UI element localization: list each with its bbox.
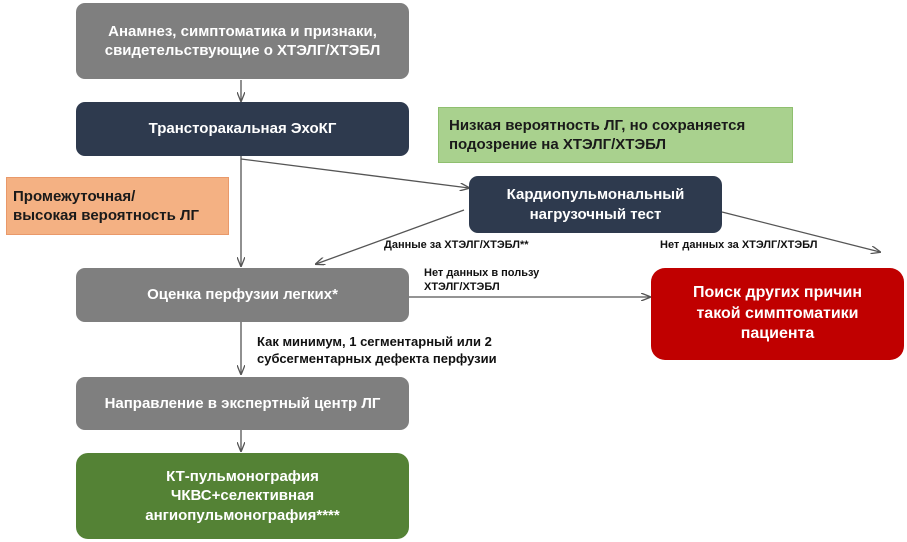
- ct-line2: ЧКВС+селективная: [170, 487, 315, 505]
- perfusion-label: Оценка перфузии легких*: [147, 286, 338, 304]
- other-causes-line3: пациента: [740, 325, 815, 343]
- history-line2: свидетельствующие о ХТЭЛГ/ХТЭБЛ: [104, 42, 381, 59]
- low-probability-line1: Низкая вероятность ЛГ, но сохраняется: [449, 116, 746, 134]
- arrow-cpet-no-data: [721, 211, 880, 252]
- defect-line2: субсегментарных дефекта перфузии: [257, 350, 497, 366]
- cpet-no-text: Нет данных за ХТЭЛГ/ХТЭБЛ: [660, 239, 818, 251]
- history-node: Анамнез, симптоматика и признаки, свидет…: [76, 3, 409, 79]
- defect-line1: Как минимум, 1 сегментарный или 2: [257, 334, 492, 349]
- cpet-line1: Кардиопульмональный: [506, 186, 685, 203]
- perfusion-node: Оценка перфузии легких*: [76, 268, 409, 322]
- referral-node: Направление в экспертный центр ЛГ: [76, 377, 409, 430]
- perf-no-line2: ХТЭЛГ/ХТЭБЛ: [424, 281, 500, 294]
- ct-line1: КТ-пульмонография: [166, 467, 319, 485]
- other-causes-node: Поиск других причин такой симптоматики п…: [651, 268, 904, 360]
- low-probability-line2: подозрение на ХТЭЛГ/ХТЭБЛ: [449, 136, 667, 153]
- intermediate-line1: Промежуточная/: [13, 187, 136, 205]
- low-probability-note: Низкая вероятность ЛГ, но сохраняется по…: [438, 107, 793, 163]
- history-line1: Анамнез, симптоматика и признаки,: [108, 22, 377, 40]
- defect-label: Как минимум, 1 сегментарный или 2 субсег…: [257, 334, 497, 368]
- echo-label: Трансторакальная ЭхоКГ: [148, 120, 337, 138]
- ct-line3: ангиопульмонография****: [145, 506, 340, 524]
- perf-no-line1: Нет данных в пользу: [424, 267, 540, 279]
- arrow-cpet-to-perfusion: [316, 209, 465, 264]
- cpet-node: Кардиопульмональный нагрузочный тест: [469, 176, 722, 233]
- other-causes-line2: такой симптоматики: [696, 304, 859, 322]
- cpet-yes-label: Данные за ХТЭЛГ/ХТЭБЛ**: [384, 238, 529, 252]
- intermediate-line2: высокая вероятность ЛГ: [13, 207, 200, 224]
- cpet-line2: нагрузочный тест: [529, 205, 662, 223]
- perf-no-label: Нет данных в пользу ХТЭЛГ/ХТЭБЛ: [424, 266, 539, 295]
- other-causes-line1: Поиск других причин: [693, 283, 862, 301]
- arrow-echo-to-cpet: [240, 158, 469, 188]
- cpet-no-label: Нет данных за ХТЭЛГ/ХТЭБЛ: [660, 238, 818, 252]
- intermediate-probability-note: Промежуточная/ высокая вероятность ЛГ: [6, 177, 229, 235]
- ct-node: КТ-пульмонография ЧКВС+селективная ангио…: [76, 453, 409, 539]
- referral-label: Направление в экспертный центр ЛГ: [104, 394, 381, 412]
- echo-node: Трансторакальная ЭхоКГ: [76, 102, 409, 156]
- cpet-yes-text: Данные за ХТЭЛГ/ХТЭБЛ**: [384, 239, 529, 251]
